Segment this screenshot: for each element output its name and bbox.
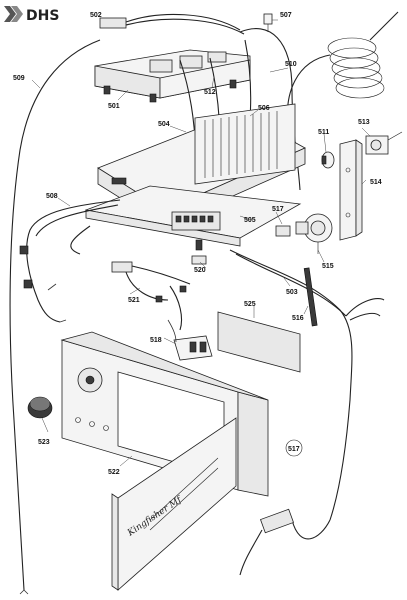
bottom-connector	[239, 508, 331, 576]
callout-512: 512	[204, 89, 216, 96]
callout-506: 506	[258, 105, 270, 112]
callout-504: 504	[158, 121, 170, 128]
callout-labels: 502 507 509 510 501 512 506 504 511 513 …	[13, 12, 382, 476]
callout-515: 515	[322, 263, 334, 270]
callout-525: 525	[244, 301, 256, 308]
thermostat-511	[321, 151, 335, 169]
switch-module-518	[167, 319, 213, 361]
pressure-switch-515	[295, 213, 333, 254]
label-plate-525	[217, 311, 301, 373]
callout-507: 507	[280, 12, 292, 19]
callout-508: 508	[46, 193, 58, 200]
connector-520	[191, 255, 207, 265]
callout-516: 516	[292, 315, 304, 322]
callout-503: 503	[286, 289, 298, 296]
rod-516	[303, 267, 318, 327]
component-517	[275, 225, 291, 237]
clip-507	[263, 13, 273, 32]
base-plate-505	[84, 185, 302, 251]
leader-lines	[31, 19, 371, 467]
callout-520: 520	[194, 267, 206, 274]
bracket-514	[339, 139, 363, 241]
harness-508	[19, 199, 121, 323]
logo-text: DHS	[26, 8, 59, 24]
dhs-logo: DHS	[4, 6, 59, 24]
coil-sensor	[286, 11, 399, 141]
wire-509	[9, 39, 101, 591]
chevron-arrows-icon	[4, 6, 16, 22]
callout-514: 514	[370, 179, 382, 186]
switch-513	[365, 131, 403, 155]
callout-523: 523	[38, 439, 50, 446]
callout-501: 501	[108, 103, 120, 110]
harness-503	[229, 249, 353, 521]
callout-522: 522	[108, 469, 120, 476]
circled-callout-517: 517	[288, 446, 300, 453]
knob-523	[27, 396, 53, 419]
callout-521: 521	[128, 297, 140, 304]
callout-510: 510	[285, 61, 297, 68]
harness-521	[111, 261, 191, 331]
callout-517: 517	[272, 206, 284, 213]
callout-505: 505	[244, 217, 256, 224]
control-box-501	[94, 49, 251, 103]
callout-502: 502	[90, 12, 102, 19]
callout-511: 511	[318, 129, 329, 136]
callout-513: 513	[358, 119, 370, 126]
front-cover: Kingfisher Mf	[111, 417, 237, 591]
circled-callout-ring	[285, 439, 303, 457]
callout-509: 509	[13, 75, 25, 82]
callout-518: 518	[150, 337, 162, 344]
